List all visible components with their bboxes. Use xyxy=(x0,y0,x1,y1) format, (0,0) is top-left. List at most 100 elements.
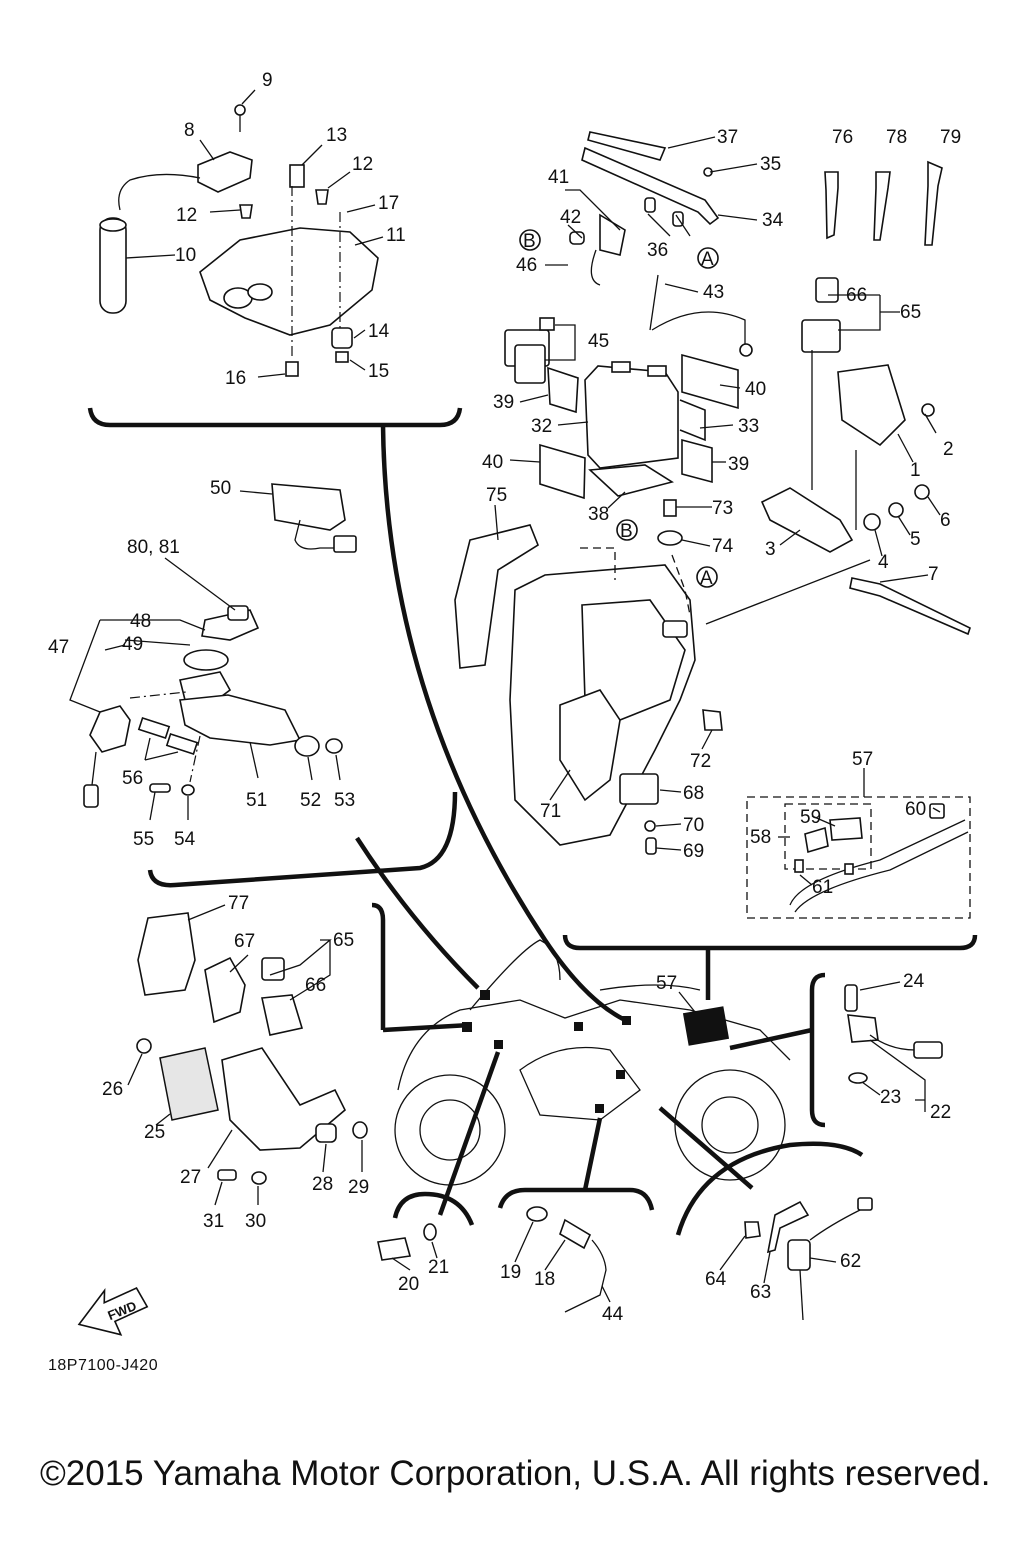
label-24: 24 xyxy=(903,971,925,992)
label-45: 45 xyxy=(588,331,609,352)
label-14: 14 xyxy=(368,321,390,342)
label-74: 74 xyxy=(712,536,734,557)
label-22: 22 xyxy=(930,1102,951,1123)
ref-b-top: B xyxy=(523,231,536,252)
label-31: 31 xyxy=(203,1211,224,1232)
atv-outline xyxy=(394,939,791,1186)
section-leader-lines xyxy=(355,424,813,1216)
label-5: 5 xyxy=(910,529,921,550)
label-51: 51 xyxy=(246,790,267,811)
ref-a-top: A xyxy=(701,249,714,270)
label-62: 62 xyxy=(840,1251,861,1272)
label-16: 16 xyxy=(225,368,246,389)
label-57a: 57 xyxy=(852,749,873,770)
label-34: 34 xyxy=(762,210,784,231)
part-labels: 1 2 3 4 5 6 7 8 9 10 11 12 12 13 14 15 1… xyxy=(48,70,961,1325)
label-6: 6 xyxy=(940,510,951,531)
label-73: 73 xyxy=(712,498,733,519)
label-76: 76 xyxy=(832,127,853,148)
label-80-81: 80, 81 xyxy=(127,537,180,558)
label-48: 48 xyxy=(130,611,151,632)
label-66b: 66 xyxy=(305,975,326,996)
label-60: 60 xyxy=(905,799,926,820)
label-42: 42 xyxy=(560,207,581,228)
label-63: 63 xyxy=(750,1282,771,1303)
label-46: 46 xyxy=(516,255,537,276)
section-borders xyxy=(87,407,978,1236)
label-47: 47 xyxy=(48,637,69,658)
label-18: 18 xyxy=(534,1269,555,1290)
label-56: 56 xyxy=(122,768,143,789)
label-30: 30 xyxy=(245,1211,266,1232)
label-66a: 66 xyxy=(846,285,867,306)
label-36: 36 xyxy=(647,240,668,261)
label-10: 10 xyxy=(175,245,196,266)
label-32: 32 xyxy=(531,416,552,437)
label-23: 23 xyxy=(880,1087,901,1108)
label-40b: 40 xyxy=(745,379,766,400)
battery-box-group xyxy=(454,499,723,855)
label-26: 26 xyxy=(102,1079,123,1100)
label-11: 11 xyxy=(386,225,406,246)
bottom-sensors-group xyxy=(377,1197,873,1321)
label-44: 44 xyxy=(602,1304,624,1325)
diagram-code: 18P7100-J420 xyxy=(48,1357,158,1374)
ref-b-box: B xyxy=(620,521,633,542)
label-38: 38 xyxy=(588,504,609,525)
label-61: 61 xyxy=(812,877,833,898)
label-1: 1 xyxy=(910,460,921,481)
label-70: 70 xyxy=(683,815,704,836)
label-3: 3 xyxy=(765,539,776,560)
label-69: 69 xyxy=(683,841,704,862)
label-65b: 65 xyxy=(333,930,354,951)
label-53: 53 xyxy=(334,790,355,811)
label-72: 72 xyxy=(690,751,711,772)
label-27: 27 xyxy=(180,1167,201,1188)
label-13: 13 xyxy=(326,125,347,146)
label-49: 49 xyxy=(122,634,143,655)
label-52: 52 xyxy=(300,790,321,811)
label-65a: 65 xyxy=(900,302,921,323)
label-57b: 57 xyxy=(656,973,677,994)
label-leaders xyxy=(69,89,941,1303)
label-21: 21 xyxy=(428,1257,449,1278)
reference-markers: B A B A xyxy=(519,229,719,589)
label-12a: 12 xyxy=(176,205,197,226)
main-switch-group xyxy=(83,483,357,808)
crank-sensor-group xyxy=(844,984,943,1084)
label-29: 29 xyxy=(348,1177,369,1198)
label-77: 77 xyxy=(228,893,249,914)
label-68: 68 xyxy=(683,783,704,804)
label-41: 41 xyxy=(548,167,569,188)
copyright-text: ©2015 Yamaha Motor Corporation, U.S.A. A… xyxy=(40,1454,991,1493)
ignition-coil-group xyxy=(99,104,379,377)
label-15: 15 xyxy=(368,361,389,382)
rectifier-group xyxy=(136,912,368,1185)
label-9: 9 xyxy=(262,70,273,91)
label-4: 4 xyxy=(878,552,889,573)
harness-detail-group xyxy=(746,796,971,919)
relay-ecu-group xyxy=(705,160,971,636)
label-39a: 39 xyxy=(493,392,514,413)
label-25: 25 xyxy=(144,1122,165,1143)
label-33: 33 xyxy=(738,416,759,437)
label-39b: 39 xyxy=(728,454,749,475)
label-19: 19 xyxy=(500,1262,521,1283)
label-2: 2 xyxy=(943,439,954,460)
label-59: 59 xyxy=(800,807,821,828)
label-40a: 40 xyxy=(482,452,503,473)
ref-a-box: A xyxy=(700,568,713,589)
label-67: 67 xyxy=(234,931,255,952)
label-37: 37 xyxy=(717,127,738,148)
label-71: 71 xyxy=(540,801,561,822)
label-79: 79 xyxy=(940,127,961,148)
label-54: 54 xyxy=(174,829,196,850)
label-64: 64 xyxy=(705,1269,727,1290)
label-28: 28 xyxy=(312,1174,333,1195)
label-35: 35 xyxy=(760,154,781,175)
label-7: 7 xyxy=(928,564,939,585)
label-12b: 12 xyxy=(352,154,373,175)
label-55: 55 xyxy=(133,829,154,850)
